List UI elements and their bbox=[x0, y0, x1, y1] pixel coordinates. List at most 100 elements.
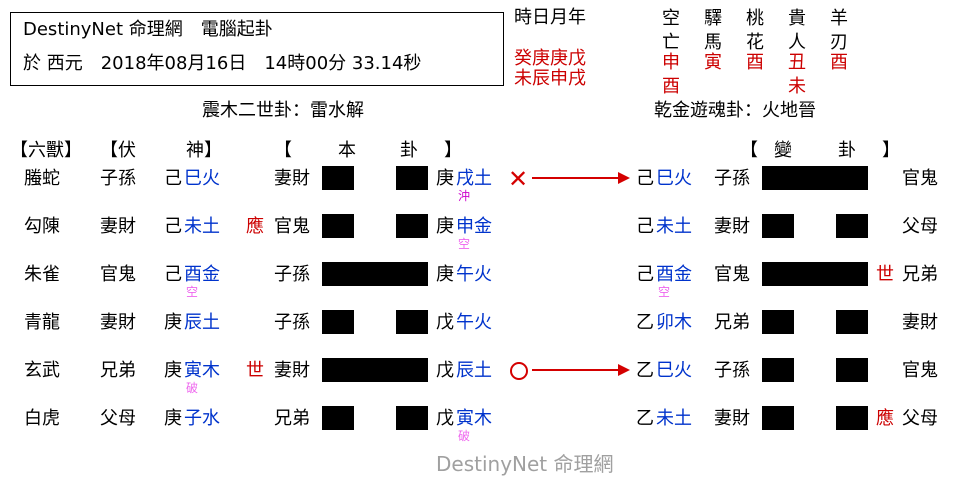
changed-shi-ying-mark: 世 bbox=[876, 264, 894, 285]
main-note: 破 bbox=[458, 429, 471, 443]
changed-branch: 未土 bbox=[656, 408, 692, 429]
changed-stem: 乙 bbox=[636, 312, 654, 333]
main-stem: 戊 bbox=[436, 360, 454, 381]
main-stem: 庚 bbox=[436, 264, 454, 285]
changed-yang-bar bbox=[762, 166, 868, 190]
shensha-value: 未 bbox=[788, 76, 806, 97]
six-beast: 勾陳 bbox=[24, 216, 60, 237]
fushen-branch: 酉金 bbox=[184, 264, 220, 285]
main-branch: 午火 bbox=[456, 312, 492, 333]
main-stem: 庚 bbox=[436, 168, 454, 189]
changed-relation: 妻財 bbox=[714, 408, 750, 429]
changed-branch: 巳火 bbox=[656, 360, 692, 381]
shensha-value: 酉 bbox=[746, 52, 764, 73]
changed-stem: 乙 bbox=[636, 408, 654, 429]
changed-relation-right: 父母 bbox=[902, 216, 938, 237]
shi-ying-mark: 世 bbox=[246, 360, 264, 381]
fushen-note: 空 bbox=[186, 285, 199, 299]
shensha-name: 羊 刃 bbox=[830, 8, 848, 53]
pillars-label: 時日月年 bbox=[514, 7, 586, 28]
six-beast: 青龍 bbox=[24, 312, 60, 333]
changed-yin-bar-right bbox=[836, 406, 868, 430]
header-box: DestinyNet 命理網 電腦起卦 於 西元 2018年08月16日 14時… bbox=[10, 12, 504, 86]
changed-gua-title: 乾金遊魂卦：火地晉 bbox=[654, 100, 816, 121]
changed-yin-bar-right bbox=[836, 358, 868, 382]
changed-relation: 妻財 bbox=[714, 216, 750, 237]
main-stem: 庚 bbox=[436, 216, 454, 237]
main-relation: 妻財 bbox=[274, 168, 310, 189]
changed-yin-bar-left bbox=[762, 214, 794, 238]
arrow-right-icon bbox=[618, 364, 630, 376]
shensha-name: 桃 花 bbox=[746, 8, 764, 53]
changed-yin-bar-right bbox=[836, 214, 868, 238]
changed-note: 空 bbox=[658, 285, 671, 299]
main-yin-bar-left bbox=[322, 214, 354, 238]
fushen-stem: 庚 bbox=[164, 408, 182, 429]
fushen-relation: 妻財 bbox=[100, 312, 136, 333]
fushen-stem: 庚 bbox=[164, 360, 182, 381]
header-gua: 卦 bbox=[400, 140, 418, 161]
changed-branch: 未土 bbox=[656, 216, 692, 237]
fushen-relation: 妻財 bbox=[100, 216, 136, 237]
main-relation: 妻財 bbox=[274, 360, 310, 381]
changed-branch: 巳火 bbox=[656, 168, 692, 189]
main-relation: 子孫 bbox=[274, 264, 310, 285]
header-bian-open: 【 bbox=[740, 140, 758, 161]
changed-relation-right: 父母 bbox=[902, 408, 938, 429]
main-stem: 戊 bbox=[436, 408, 454, 429]
fushen-stem: 庚 bbox=[164, 312, 182, 333]
changed-branch: 卯木 bbox=[656, 312, 692, 333]
main-branch: 申金 bbox=[456, 216, 492, 237]
change-arrow-line bbox=[532, 177, 620, 179]
fushen-relation: 官鬼 bbox=[100, 264, 136, 285]
main-branch: 寅木 bbox=[456, 408, 492, 429]
changed-stem: 己 bbox=[636, 168, 654, 189]
changed-relation: 子孫 bbox=[714, 168, 750, 189]
fushen-branch: 寅木 bbox=[184, 360, 220, 381]
fushen-stem: 己 bbox=[164, 264, 182, 285]
main-yin-bar-left bbox=[322, 166, 354, 190]
six-beast: 白虎 bbox=[24, 408, 60, 429]
shi-ying-mark: 應 bbox=[246, 216, 264, 237]
header-title: DestinyNet 命理網 電腦起卦 bbox=[23, 19, 273, 40]
main-yang-bar bbox=[322, 262, 428, 286]
arrow-right-icon bbox=[618, 172, 630, 184]
main-gua-title: 震木二世卦：雷水解 bbox=[202, 100, 364, 121]
shensha-value: 酉 bbox=[662, 76, 680, 97]
main-branch: 辰土 bbox=[456, 360, 492, 381]
change-arrow-line bbox=[532, 369, 620, 371]
header-shen: 神】 bbox=[186, 140, 222, 161]
header-datetime: 於 西元 2018年08月16日 14時00分 33.14秒 bbox=[23, 53, 422, 74]
shensha-name: 貴 人 bbox=[788, 8, 806, 53]
changed-relation-right: 官鬼 bbox=[902, 360, 938, 381]
main-yang-bar bbox=[322, 358, 428, 382]
header-fu: 【伏 bbox=[100, 140, 136, 161]
moving-circle-icon bbox=[510, 362, 528, 380]
main-yin-bar-right bbox=[396, 214, 428, 238]
moving-cross-icon: ✕ bbox=[508, 165, 529, 193]
fushen-branch: 巳火 bbox=[184, 168, 220, 189]
watermark: DestinyNet 命理網 bbox=[436, 452, 614, 476]
main-yin-bar-left bbox=[322, 406, 354, 430]
shensha-value: 寅 bbox=[704, 52, 722, 73]
header-liushou: 【六獸】 bbox=[10, 140, 82, 161]
changed-yin-bar-left bbox=[762, 310, 794, 334]
changed-stem: 己 bbox=[636, 264, 654, 285]
changed-shi-ying-mark: 應 bbox=[876, 408, 894, 429]
changed-relation: 子孫 bbox=[714, 360, 750, 381]
fushen-stem: 己 bbox=[164, 216, 182, 237]
main-yin-bar-right bbox=[396, 166, 428, 190]
fushen-branch: 辰土 bbox=[184, 312, 220, 333]
changed-relation-right: 兄弟 bbox=[902, 264, 938, 285]
fushen-relation: 父母 bbox=[100, 408, 136, 429]
changed-relation-right: 妻財 bbox=[902, 312, 938, 333]
header-ben-close: 】 bbox=[444, 140, 462, 161]
header-ben-open: 【 bbox=[274, 140, 292, 161]
fushen-stem: 己 bbox=[164, 168, 182, 189]
fushen-branch: 未土 bbox=[184, 216, 220, 237]
main-relation: 兄弟 bbox=[274, 408, 310, 429]
changed-stem: 己 bbox=[636, 216, 654, 237]
main-branch: 午火 bbox=[456, 264, 492, 285]
shensha-name: 驛 馬 bbox=[704, 8, 722, 53]
main-note: 沖 bbox=[458, 189, 471, 203]
